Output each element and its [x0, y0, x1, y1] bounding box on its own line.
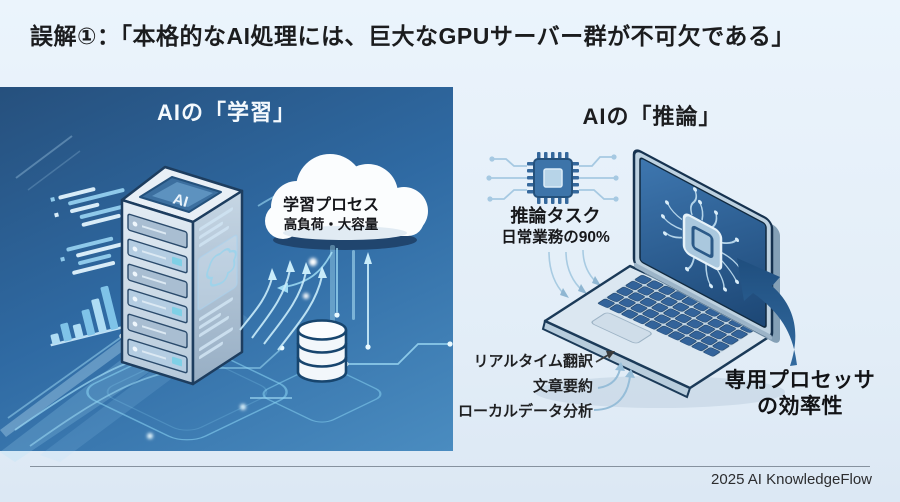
learning-illustration: AI	[0, 135, 453, 462]
trackpad	[591, 312, 652, 344]
inference-illustration	[486, 149, 797, 411]
task-list: リアルタイム翻訳 文章要約 ローカルデータ分析	[452, 349, 593, 424]
brain-chip-glyph	[206, 248, 237, 287]
task-item-local-data-analysis: ローカルデータ分析	[457, 403, 593, 420]
inference-panel-title: AIの「推論」	[582, 104, 722, 129]
task-item-realtime-translation: リアルタイム翻訳	[473, 353, 593, 370]
database-icon	[296, 319, 348, 383]
page-title: 誤解①：「本格的なAI処理には、巨大なGPUサーバー群が不可欠である」	[30, 23, 795, 49]
upload-arrows	[239, 245, 372, 351]
server-side-details	[197, 207, 238, 360]
chip-caption-line1: 推論タスク	[510, 206, 601, 226]
curved-arrow-icon	[737, 258, 797, 366]
cloud-icon	[265, 154, 428, 250]
keyboard	[596, 274, 759, 358]
task-arrow-icons	[593, 351, 635, 411]
task-item-text-summary: 文章要約	[532, 378, 593, 395]
footer-credit: 2025 AI KnowledgeFlow	[711, 471, 872, 488]
cloud-label-line1: 学習プロセス	[282, 197, 379, 214]
caption-connector-arrows	[548, 249, 601, 298]
screen-chip-icon	[682, 213, 723, 271]
server-ai-label: AI	[171, 191, 190, 211]
learning-panel-title: AIの「学習」	[156, 100, 296, 125]
server-rack-icon: AI	[120, 165, 244, 386]
cloud-label-line2: 高負荷・大容量	[283, 217, 379, 232]
bar-chart-icon	[50, 285, 131, 347]
chip-caption-line2: 日常業務の90%	[501, 229, 610, 246]
server-slots	[127, 213, 188, 374]
footer-divider	[30, 466, 870, 467]
chip-icon	[486, 152, 619, 204]
highlight-line1: 専用プロセッサ	[724, 369, 876, 392]
highlight-line2: の効率性	[757, 395, 843, 418]
